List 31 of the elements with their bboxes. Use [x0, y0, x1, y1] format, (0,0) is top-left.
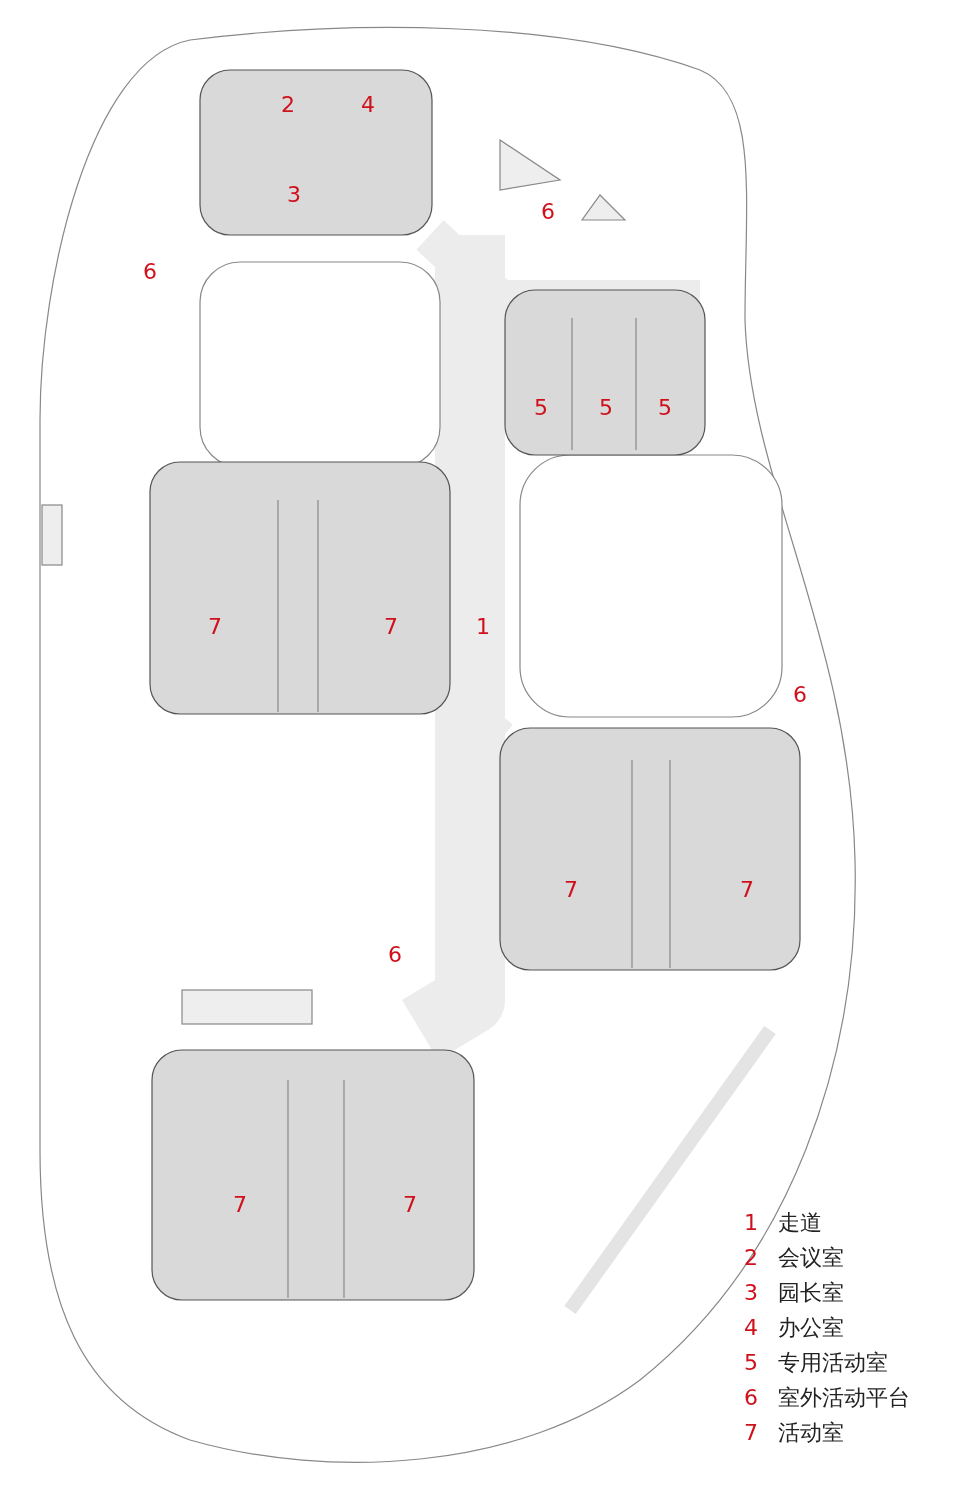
room-number: 4	[361, 93, 375, 117]
room-number: 1	[476, 615, 490, 639]
legend-text: 活动室	[778, 1420, 844, 1446]
legend-number: 4	[744, 1315, 758, 1341]
room-number: 7	[403, 1193, 417, 1217]
room-number: 6	[793, 683, 807, 707]
room-number: 6	[541, 200, 555, 224]
legend-number: 2	[744, 1245, 758, 1271]
room-number: 6	[388, 943, 402, 967]
legend-number: 5	[744, 1350, 758, 1376]
room-number: 7	[208, 615, 222, 639]
room-number: 5	[534, 396, 548, 420]
room-number: 7	[740, 878, 754, 902]
legend-text: 会议室	[778, 1245, 844, 1271]
legend-number: 1	[744, 1210, 758, 1236]
legend-number: 3	[744, 1280, 758, 1306]
room-number: 7	[564, 878, 578, 902]
legend-text: 走道	[778, 1210, 822, 1236]
legend-number: 7	[744, 1420, 758, 1446]
room-number: 6	[143, 260, 157, 284]
room-number: 3	[287, 183, 301, 207]
room-number: 7	[384, 615, 398, 639]
legend-number: 6	[744, 1385, 758, 1411]
legend-text: 专用活动室	[778, 1350, 888, 1376]
room-number: 5	[599, 396, 613, 420]
room-number: 2	[281, 93, 295, 117]
legend-text: 园长室	[778, 1280, 844, 1306]
room-number: 5	[658, 396, 672, 420]
legend-text: 室外活动平台	[778, 1385, 910, 1411]
legend-text: 办公室	[778, 1315, 844, 1341]
room-number: 7	[233, 1193, 247, 1217]
